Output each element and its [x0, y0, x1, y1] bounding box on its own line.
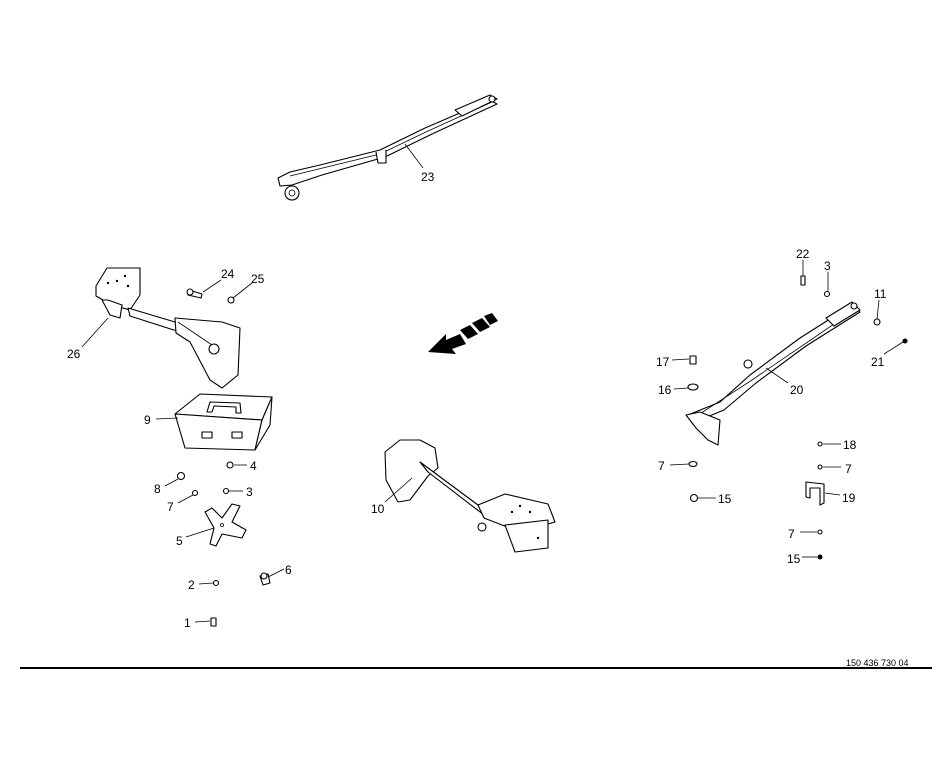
callout-4: 4 — [250, 459, 257, 473]
callout-10: 10 — [371, 502, 385, 516]
part-19-clip — [805, 481, 825, 506]
callout-7: 7 — [845, 462, 852, 476]
part-3-washer-right — [823, 290, 831, 298]
part-5-bracket — [204, 503, 247, 547]
part-8-nut — [176, 471, 186, 481]
part-18-bolt — [817, 441, 823, 447]
callout-11: 11 — [874, 287, 887, 301]
part-10-footrest-right — [384, 439, 556, 553]
part-11-washer — [873, 318, 881, 326]
footer-rule — [20, 667, 932, 669]
callout-22: 22 — [796, 247, 810, 261]
part-3-washer — [222, 487, 230, 495]
callout-7: 7 — [658, 459, 665, 473]
part-4-nut — [226, 461, 234, 469]
callout-20: 20 — [790, 383, 804, 397]
callout-9: 9 — [144, 413, 151, 427]
part-9-toolbox — [174, 393, 273, 451]
part-7-washer-right — [817, 464, 823, 470]
callout-7: 7 — [167, 500, 174, 514]
callout-21: 21 — [871, 355, 885, 369]
part-7-washer — [191, 489, 199, 497]
part-7-washer-right — [688, 460, 698, 468]
callout-3-right: 3 — [824, 259, 831, 273]
callout-19: 19 — [842, 491, 856, 505]
callout-23: 23 — [421, 170, 435, 184]
part-25-washer — [227, 296, 235, 304]
part-15-nut — [817, 554, 823, 560]
part-7-washer-right — [817, 529, 823, 535]
part-21-pin — [902, 338, 908, 344]
callout-18: 18 — [843, 438, 857, 452]
callout-17: 17 — [656, 355, 670, 369]
callout-24: 24 — [221, 267, 235, 281]
part-2-nut — [212, 579, 220, 587]
part-23-drawbar — [277, 94, 498, 201]
callout-8: 8 — [154, 482, 161, 496]
part-1-bolt — [210, 617, 217, 627]
drawing-number: 150 436 730 04 — [846, 658, 909, 668]
callout-6: 6 — [285, 563, 292, 577]
callout-26: 26 — [67, 347, 81, 361]
part-15-nut — [689, 493, 699, 503]
part-26-footrest-left — [95, 267, 241, 389]
part-6-bolt — [259, 572, 271, 586]
callout-3: 3 — [246, 485, 253, 499]
part-17-bolt — [689, 355, 697, 365]
callout-15: 15 — [787, 552, 801, 566]
callout-5: 5 — [176, 534, 183, 548]
part-22-bolt — [800, 275, 806, 286]
direction-arrow-icon — [428, 313, 498, 354]
callout-2: 2 — [188, 578, 195, 592]
part-16-washer — [687, 383, 699, 391]
callout-25: 25 — [251, 272, 265, 286]
part-24-bolt — [186, 288, 203, 299]
callout-1: 1 — [184, 616, 191, 630]
callout-7: 7 — [788, 527, 795, 541]
callout-15: 15 — [718, 492, 732, 506]
part-20-drawbar — [685, 301, 861, 446]
callout-16: 16 — [658, 383, 672, 397]
